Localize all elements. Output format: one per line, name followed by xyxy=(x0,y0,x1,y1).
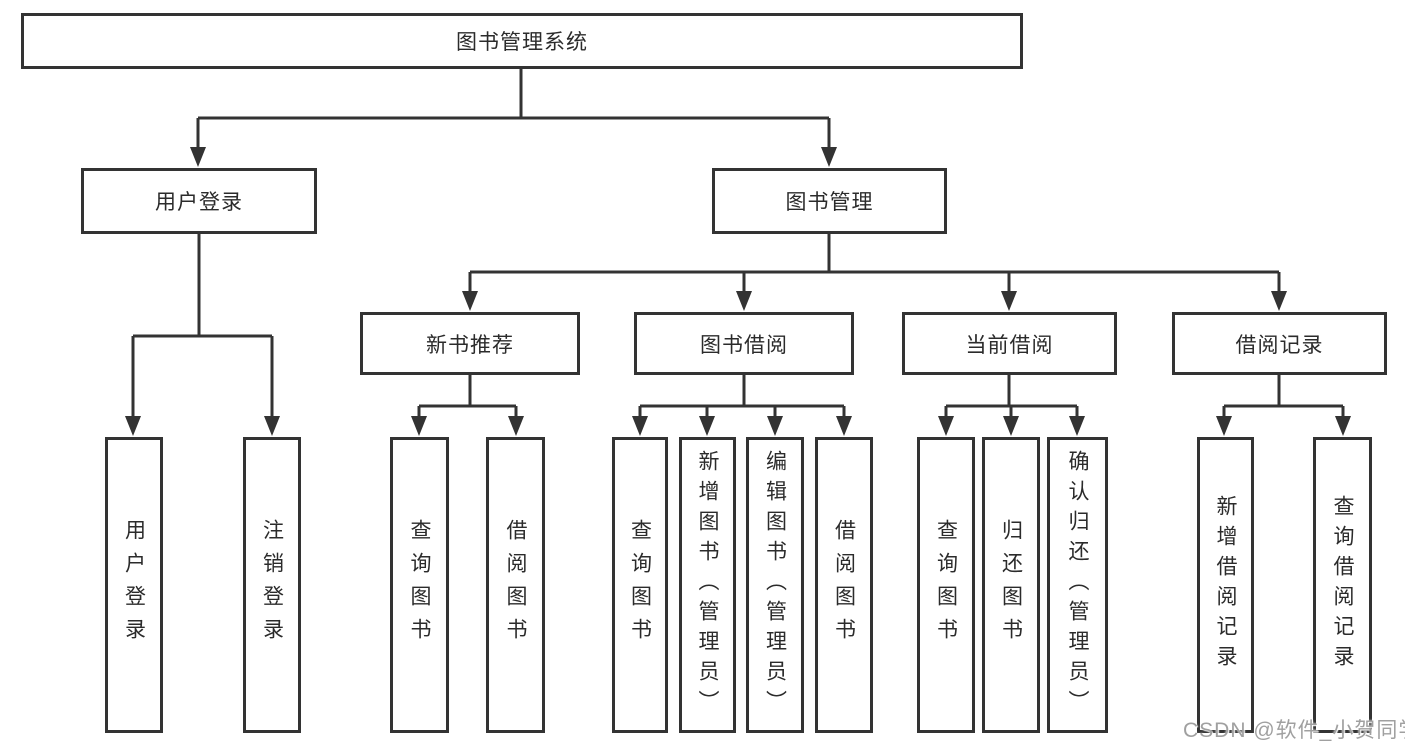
leaf-label: 查询图书 xyxy=(628,519,652,651)
leaf-currentborrow-query-book: 查询图书 xyxy=(917,437,975,733)
leaf-bookborrow-query-book: 查询图书 xyxy=(612,437,668,733)
arrowhead xyxy=(1335,416,1351,436)
edge-bookmgmt-to-level2 xyxy=(468,234,1281,293)
edge-userlogin-to-leaves xyxy=(131,234,274,418)
edge-root-to-level1 xyxy=(196,69,831,149)
arrowhead xyxy=(1216,416,1232,436)
node-current-borrow: 当前借阅 xyxy=(902,312,1117,375)
node-book-management: 图书管理 xyxy=(712,168,947,234)
leaf-newbook-query-book: 查询图书 xyxy=(390,437,449,733)
node-label: 新书推荐 xyxy=(426,333,514,357)
arrowhead xyxy=(190,147,206,167)
leaf-newbook-borrow-book: 借阅图书 xyxy=(486,437,545,733)
arrowhead xyxy=(462,291,478,311)
leaf-currentborrow-confirm-return-admin: 确认归还（管理员） xyxy=(1047,437,1108,733)
leaf-label: 编辑图书（管理员） xyxy=(763,450,787,720)
leaf-currentborrow-return-book: 归还图书 xyxy=(982,437,1040,733)
edge-newbook-to-leaves xyxy=(417,375,518,418)
leaf-logout: 注销登录 xyxy=(243,437,301,733)
arrowhead xyxy=(938,416,954,436)
arrowhead xyxy=(632,416,648,436)
leaf-label: 查询图书 xyxy=(934,519,958,651)
leaf-label: 用户登录 xyxy=(122,519,146,651)
leaf-bookborrow-edit-book-admin: 编辑图书（管理员） xyxy=(746,437,804,733)
arrowhead xyxy=(411,416,427,436)
arrowhead xyxy=(699,416,715,436)
node-label: 图书借阅 xyxy=(700,333,788,357)
csdn-watermark: CSDN @软件_小贺同学 xyxy=(1183,719,1405,742)
arrowhead xyxy=(767,416,783,436)
node-label: 当前借阅 xyxy=(965,333,1054,357)
arrowhead xyxy=(736,291,752,311)
arrowhead xyxy=(1069,416,1085,436)
leaf-records-add-borrow-record: 新增借阅记录 xyxy=(1197,437,1254,733)
leaf-label: 查询图书 xyxy=(408,519,431,651)
leaf-label: 借阅图书 xyxy=(832,519,856,651)
arrowhead xyxy=(508,416,524,436)
leaf-label: 新增图书（管理员） xyxy=(696,450,719,720)
edge-bookborrow-to-leaves xyxy=(638,375,846,418)
node-root-system: 图书管理系统 xyxy=(21,13,1023,69)
leaf-label: 新增借阅记录 xyxy=(1214,495,1237,675)
leaf-label: 确认归还（管理员） xyxy=(1066,450,1089,720)
arrowhead xyxy=(1271,291,1287,311)
node-label: 图书管理 xyxy=(785,191,874,214)
arrowhead xyxy=(1003,416,1019,436)
node-label: 借阅记录 xyxy=(1235,333,1324,357)
leaf-label: 注销登录 xyxy=(260,519,284,651)
arrowhead xyxy=(821,147,837,167)
leaf-user-login: 用户登录 xyxy=(105,437,163,733)
arrowhead xyxy=(836,416,852,436)
leaf-bookborrow-borrow-book: 借阅图书 xyxy=(815,437,873,733)
node-borrow-records: 借阅记录 xyxy=(1172,312,1387,375)
edge-borrowrecords-to-leaves xyxy=(1222,375,1345,418)
leaf-label: 查询借阅记录 xyxy=(1331,495,1354,675)
leaf-records-query-borrow-record: 查询借阅记录 xyxy=(1313,437,1372,733)
node-label: 用户登录 xyxy=(155,191,243,214)
node-new-book-recommend: 新书推荐 xyxy=(360,312,580,375)
edge-currentborrow-to-leaves xyxy=(944,375,1079,418)
leaf-label: 借阅图书 xyxy=(504,519,527,651)
arrowheads xyxy=(125,147,1351,436)
node-book-borrow: 图书借阅 xyxy=(634,312,854,375)
leaf-label: 归还图书 xyxy=(999,519,1023,651)
arrowhead xyxy=(264,416,280,436)
node-label: 图书管理系统 xyxy=(456,31,588,54)
leaf-bookborrow-add-book-admin: 新增图书（管理员） xyxy=(679,437,736,733)
node-user-login: 用户登录 xyxy=(81,168,317,234)
arrowhead xyxy=(125,416,141,436)
arrowhead xyxy=(1001,291,1017,311)
